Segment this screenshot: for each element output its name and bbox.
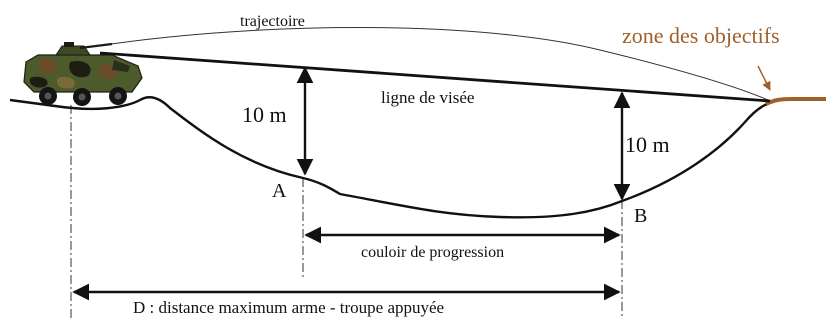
point-a-label: A xyxy=(272,180,287,202)
zone-label: zone des objectifs xyxy=(622,23,780,48)
line-of-sight xyxy=(99,51,771,103)
point-b-label: B xyxy=(634,205,647,227)
objective-zone-ground xyxy=(765,97,826,106)
line-of-sight-label: ligne de visée xyxy=(381,88,474,107)
terrain-profile xyxy=(9,96,826,219)
height-left-label: 10 m xyxy=(242,102,287,127)
height-right-label: 10 m xyxy=(625,132,670,157)
trajectory-arc xyxy=(71,27,769,101)
armored-vehicle-icon xyxy=(23,42,143,106)
distance-label: D : distance maximum arme - troupe appuy… xyxy=(133,298,444,317)
trajectory-label: trajectoire xyxy=(240,13,305,30)
pointer-arrow-icon xyxy=(757,65,771,91)
corridor-label: couloir de progression xyxy=(361,244,504,261)
